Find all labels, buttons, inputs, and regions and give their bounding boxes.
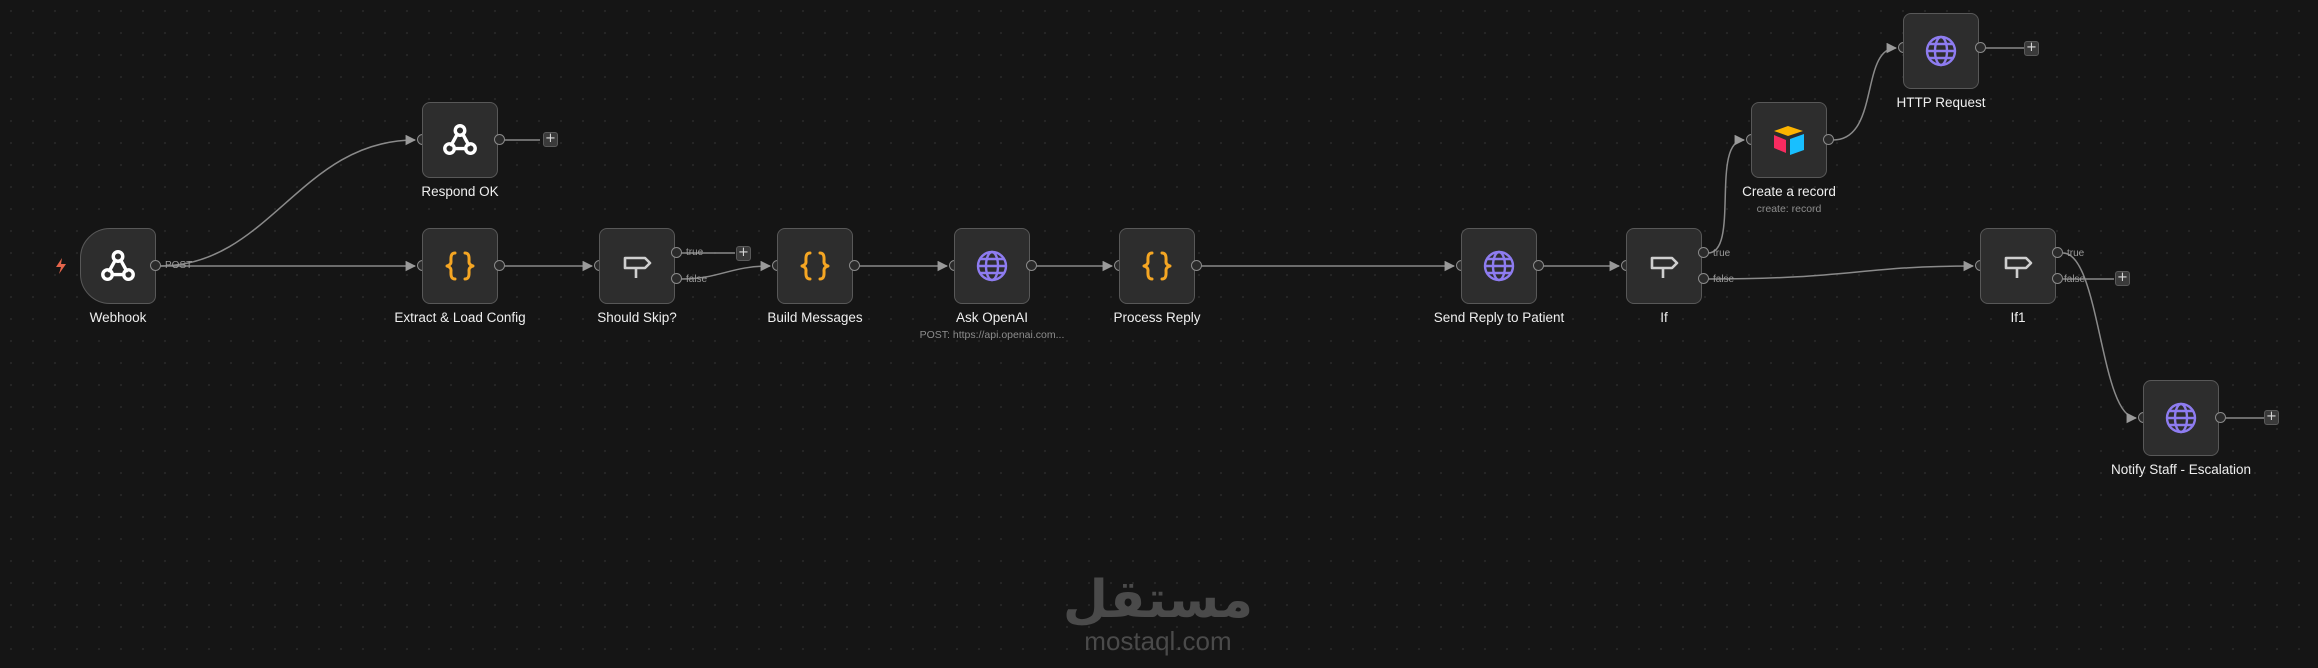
webhook-node[interactable]	[80, 228, 156, 304]
edge-should-skip-false-build	[680, 260, 772, 280]
code-braces-icon	[798, 249, 832, 283]
edge-if-true-create-record	[1707, 134, 1746, 254]
webhook-output-port[interactable]	[150, 260, 161, 271]
ask-openai-label: Ask OpenAI	[955, 310, 1029, 325]
create-record-output-port[interactable]	[1823, 134, 1834, 145]
if1-false-add-button[interactable]: +	[2115, 271, 2130, 286]
http-request-add-button[interactable]: +	[2024, 41, 2039, 56]
ask-openai-node[interactable]	[954, 228, 1030, 304]
ask-openai-output-port[interactable]	[1026, 260, 1037, 271]
respond-ok-add-button[interactable]: +	[543, 132, 558, 147]
mostaql-watermark: مستقل mostaql.com	[1058, 572, 1258, 654]
send-reply-label: Send Reply to Patient	[1433, 310, 1565, 325]
respond-ok-label: Respond OK	[421, 184, 499, 199]
create-record-label: Create a record	[1742, 184, 1836, 199]
edge-webhook-respond-ok	[159, 134, 417, 267]
if-label: If	[1660, 310, 1668, 325]
should-skip-true-add-button[interactable]: +	[736, 246, 751, 261]
edge-if-false-if1	[1707, 260, 1975, 280]
webhook-method-badge: POST	[165, 260, 193, 271]
notify-staff-output-port[interactable]	[2215, 412, 2226, 423]
if1-true-port[interactable]	[2052, 247, 2063, 258]
respond-ok-output-port[interactable]	[494, 134, 505, 145]
globe-icon	[975, 249, 1009, 283]
if-false-label: false	[1713, 274, 1735, 285]
http-request-output-port[interactable]	[1975, 42, 1986, 53]
send-reply-output-port[interactable]	[1533, 260, 1544, 271]
if1-true-label: true	[2067, 248, 2085, 259]
globe-icon	[1924, 34, 1958, 68]
ask-openai-subtitle: POST: https://api.openai.com...	[919, 329, 1065, 341]
if-node[interactable]	[1626, 228, 1702, 304]
should-skip-false-port[interactable]	[671, 273, 682, 284]
edge-create-record-http	[1832, 42, 1898, 141]
webhook-icon	[441, 121, 479, 159]
process-reply-label: Process Reply	[1113, 310, 1201, 325]
if-false-port[interactable]	[1698, 273, 1709, 284]
if1-false-port[interactable]	[2052, 273, 2063, 284]
code-braces-icon	[1140, 249, 1174, 283]
notify-staff-add-button[interactable]: +	[2264, 410, 2279, 425]
http-request-node[interactable]	[1903, 13, 1979, 89]
build-messages-output-port[interactable]	[849, 260, 860, 271]
build-messages-label: Build Messages	[767, 310, 863, 325]
if1-label: If1	[2010, 310, 2026, 325]
extract-config-label: Extract & Load Config	[394, 310, 526, 325]
send-reply-node[interactable]	[1461, 228, 1537, 304]
process-reply-node[interactable]	[1119, 228, 1195, 304]
notify-staff-label: Notify Staff - Escalation	[2110, 462, 2252, 477]
globe-icon	[1482, 249, 1516, 283]
webhook-label: Webhook	[89, 310, 147, 325]
should-skip-label: Should Skip?	[597, 310, 677, 325]
if-branch-icon	[620, 249, 654, 283]
should-skip-true-label: true	[686, 247, 704, 258]
if-true-port[interactable]	[1698, 247, 1709, 258]
watermark-arabic: مستقل	[1062, 570, 1254, 630]
process-reply-output-port[interactable]	[1191, 260, 1202, 271]
extract-config-node[interactable]	[422, 228, 498, 304]
edge-if1-true-notify	[2062, 252, 2138, 424]
if1-false-label: false	[2064, 274, 2086, 285]
if-true-label: true	[1713, 248, 1731, 259]
globe-icon	[2164, 401, 2198, 435]
http-request-label: HTTP Request	[1896, 95, 1986, 110]
should-skip-true-port[interactable]	[671, 247, 682, 258]
notify-staff-node[interactable]	[2143, 380, 2219, 456]
respond-ok-node[interactable]	[422, 102, 498, 178]
extract-config-output-port[interactable]	[494, 260, 505, 271]
if-branch-icon	[2001, 249, 2035, 283]
should-skip-node[interactable]	[599, 228, 675, 304]
if-branch-icon	[1647, 249, 1681, 283]
trigger-bolt-icon[interactable]	[54, 257, 68, 280]
airtable-icon	[1771, 123, 1807, 157]
code-braces-icon	[443, 249, 477, 283]
build-messages-node[interactable]	[777, 228, 853, 304]
if1-node[interactable]	[1980, 228, 2056, 304]
should-skip-false-label: false	[686, 274, 708, 285]
create-record-node[interactable]	[1751, 102, 1827, 178]
webhook-icon	[99, 247, 137, 285]
create-record-subtitle: create: record	[1756, 203, 1822, 215]
watermark-latin: mostaql.com	[1084, 626, 1232, 656]
